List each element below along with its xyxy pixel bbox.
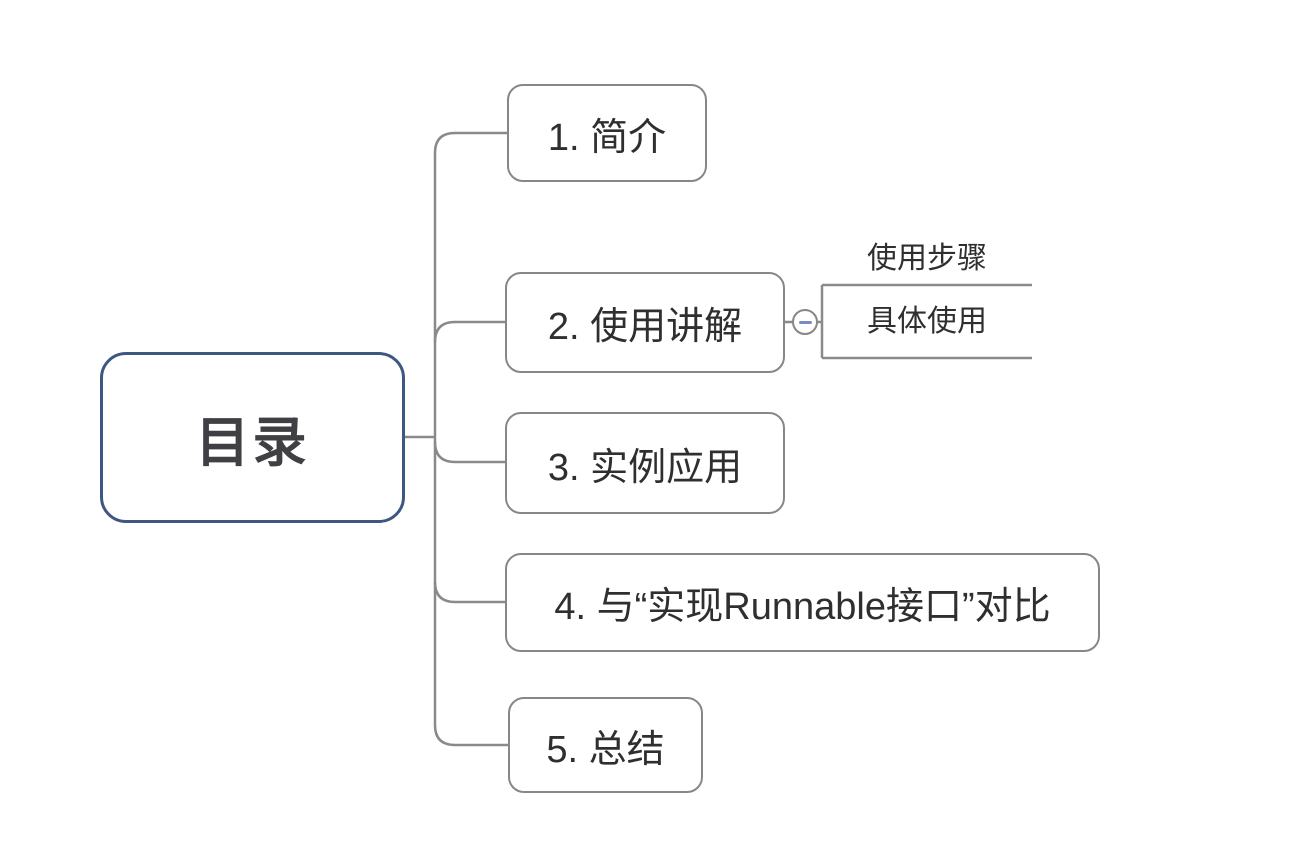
topic-label: 1. 简介 [547, 116, 667, 159]
topic-5-summary[interactable]: 5. 总结 [508, 697, 703, 793]
topic-3-example-application[interactable]: 3. 实例应用 [505, 412, 785, 514]
topic-label: 3. 实例应用 [547, 446, 743, 489]
root-topic[interactable]: 目录 [100, 352, 405, 523]
topic-4-runnable-comparison[interactable]: 4. 与“实现Runnable接口”对比 [505, 553, 1100, 652]
branch-line-3 [433, 441, 505, 464]
topic-label: 2. 使用讲解 [547, 306, 743, 348]
branch-line-4 [433, 581, 505, 604]
subtopic-specific-usage[interactable]: 具体使用 [867, 305, 987, 338]
topic-1-intro[interactable]: 1. 简介 [507, 84, 707, 182]
subtopic-usage-steps[interactable]: 使用步骤 [867, 242, 987, 275]
topic-label: 4. 与“实现Runnable接口”对比 [554, 586, 1051, 628]
collapse-button[interactable] [792, 309, 818, 335]
branch-line-1 [433, 131, 507, 154]
topic-label: 5. 总结 [546, 728, 665, 771]
minus-icon [798, 320, 812, 324]
branch-line-5 [433, 724, 508, 747]
topic-2-usage-explanation[interactable]: 2. 使用讲解 [505, 272, 785, 373]
branch-line-2 [433, 320, 505, 343]
root-topic-label: 目录 [195, 413, 310, 473]
